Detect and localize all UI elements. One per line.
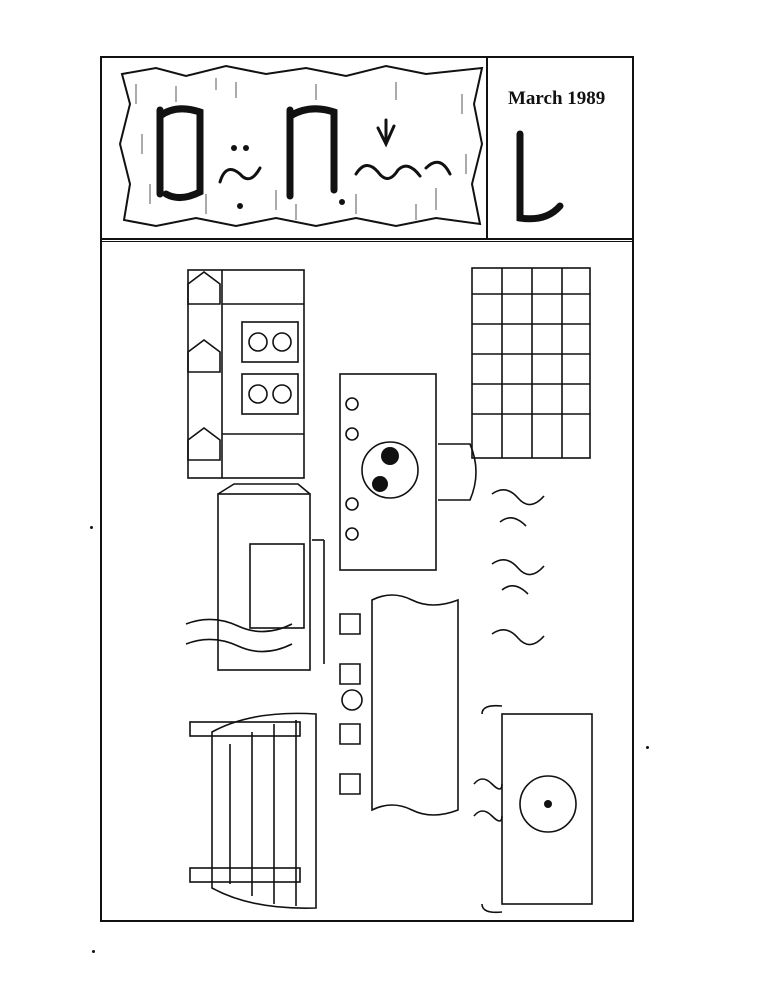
margin-speck <box>92 950 95 953</box>
issue-date: March 1989 <box>508 88 606 109</box>
masthead-rule <box>102 241 632 242</box>
tengwar-title-banner-icon <box>118 64 484 228</box>
tengwar-numeral-one-icon <box>516 130 564 223</box>
bridges-illustration-icon <box>185 267 593 914</box>
margin-speck <box>90 526 93 529</box>
masthead: March 1989 <box>102 58 632 240</box>
cover-page: March 1989 <box>100 56 634 922</box>
margin-speck <box>646 746 649 749</box>
masthead-divider <box>486 58 488 238</box>
